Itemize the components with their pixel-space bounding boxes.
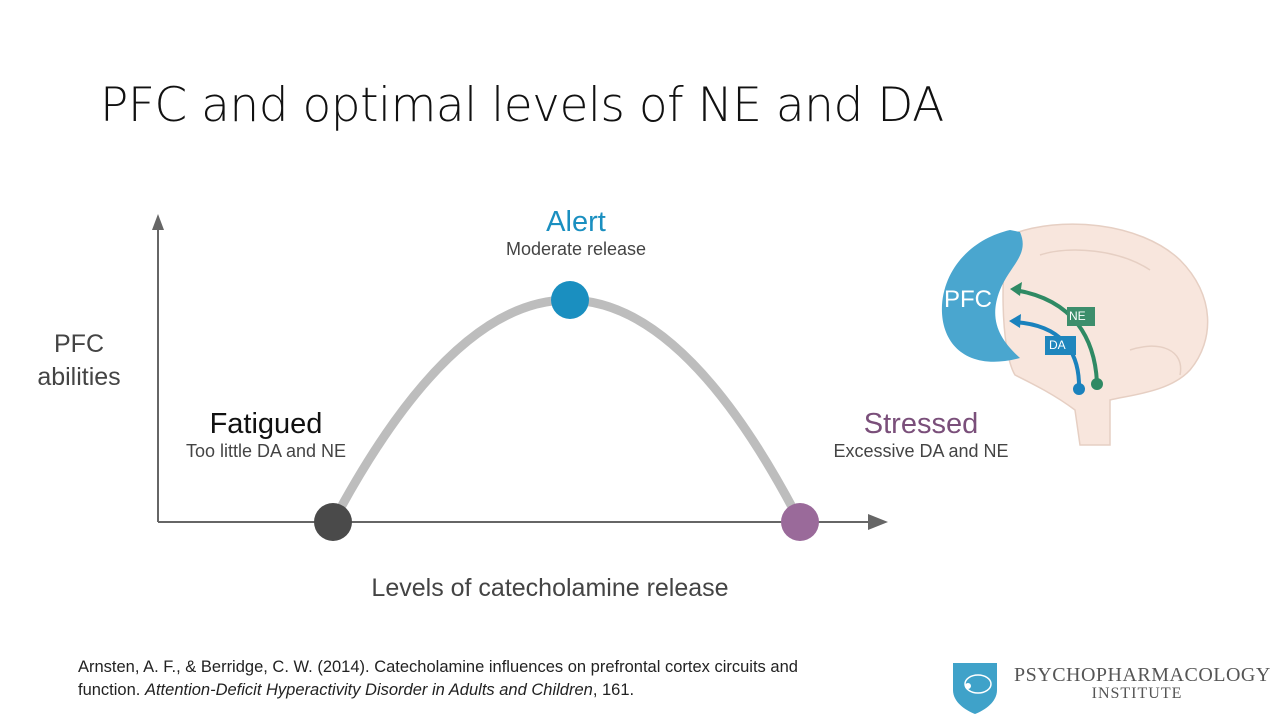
x-axis-arrow-icon — [868, 514, 888, 530]
logo-line2: INSTITUTE — [1091, 685, 1183, 702]
ne-label: NE — [1069, 309, 1086, 323]
stressed-dot — [781, 503, 819, 541]
alert-title: Alert — [546, 206, 606, 238]
pfc-region — [941, 230, 1023, 362]
da-label: DA — [1049, 338, 1066, 352]
brain-illustration — [941, 223, 1209, 446]
citation: Arnsten, A. F., & Berridge, C. W. (2014)… — [78, 656, 798, 702]
citation-text: function. — [78, 681, 145, 699]
citation-line1: Arnsten, A. F., & Berridge, C. W. (2014)… — [78, 658, 798, 676]
fatigued-desc: Too little DA and NE — [185, 441, 347, 461]
y-axis-arrow-icon — [152, 214, 164, 230]
da-arrow-icon — [1009, 314, 1021, 328]
fatigued-state: Fatigued Too little DA and NE — [116, 408, 416, 462]
institute-logo-icon — [953, 663, 997, 714]
stressed-state: Stressed Excessive DA and NE — [771, 408, 1071, 462]
fatigued-title: Fatigued — [209, 408, 323, 440]
alert-desc: Moderate release — [505, 239, 647, 259]
citation-source: Attention-Deficit Hyperactivity Disorder… — [144, 681, 593, 699]
alert-dot — [551, 281, 589, 319]
institute-logo-text: PSYCHOPHARMACOLOGY INSTITUTE — [1014, 664, 1271, 703]
logo-line1: PSYCHOPHARMACOLOGY — [1014, 664, 1271, 686]
fatigued-dot — [314, 503, 352, 541]
stressed-title: Stressed — [863, 408, 979, 440]
slide-title: PFC and optimal levels of NE and DA — [100, 78, 944, 133]
y-axis-label-line1: PFC — [54, 330, 104, 358]
y-axis-label: PFC abilities — [20, 328, 138, 394]
citation-line2: function. Attention-Deficit Hyperactivit… — [78, 679, 798, 702]
x-axis-label: Levels of catecholamine release — [371, 574, 729, 602]
alert-state: Alert Moderate release — [426, 206, 726, 260]
ne-arrow-icon — [1010, 282, 1022, 296]
citation-pages: , 161. — [592, 681, 635, 699]
pfc-label: PFC — [944, 286, 992, 313]
stressed-desc: Excessive DA and NE — [833, 441, 1009, 461]
y-axis-label-line2: abilities — [37, 363, 121, 391]
